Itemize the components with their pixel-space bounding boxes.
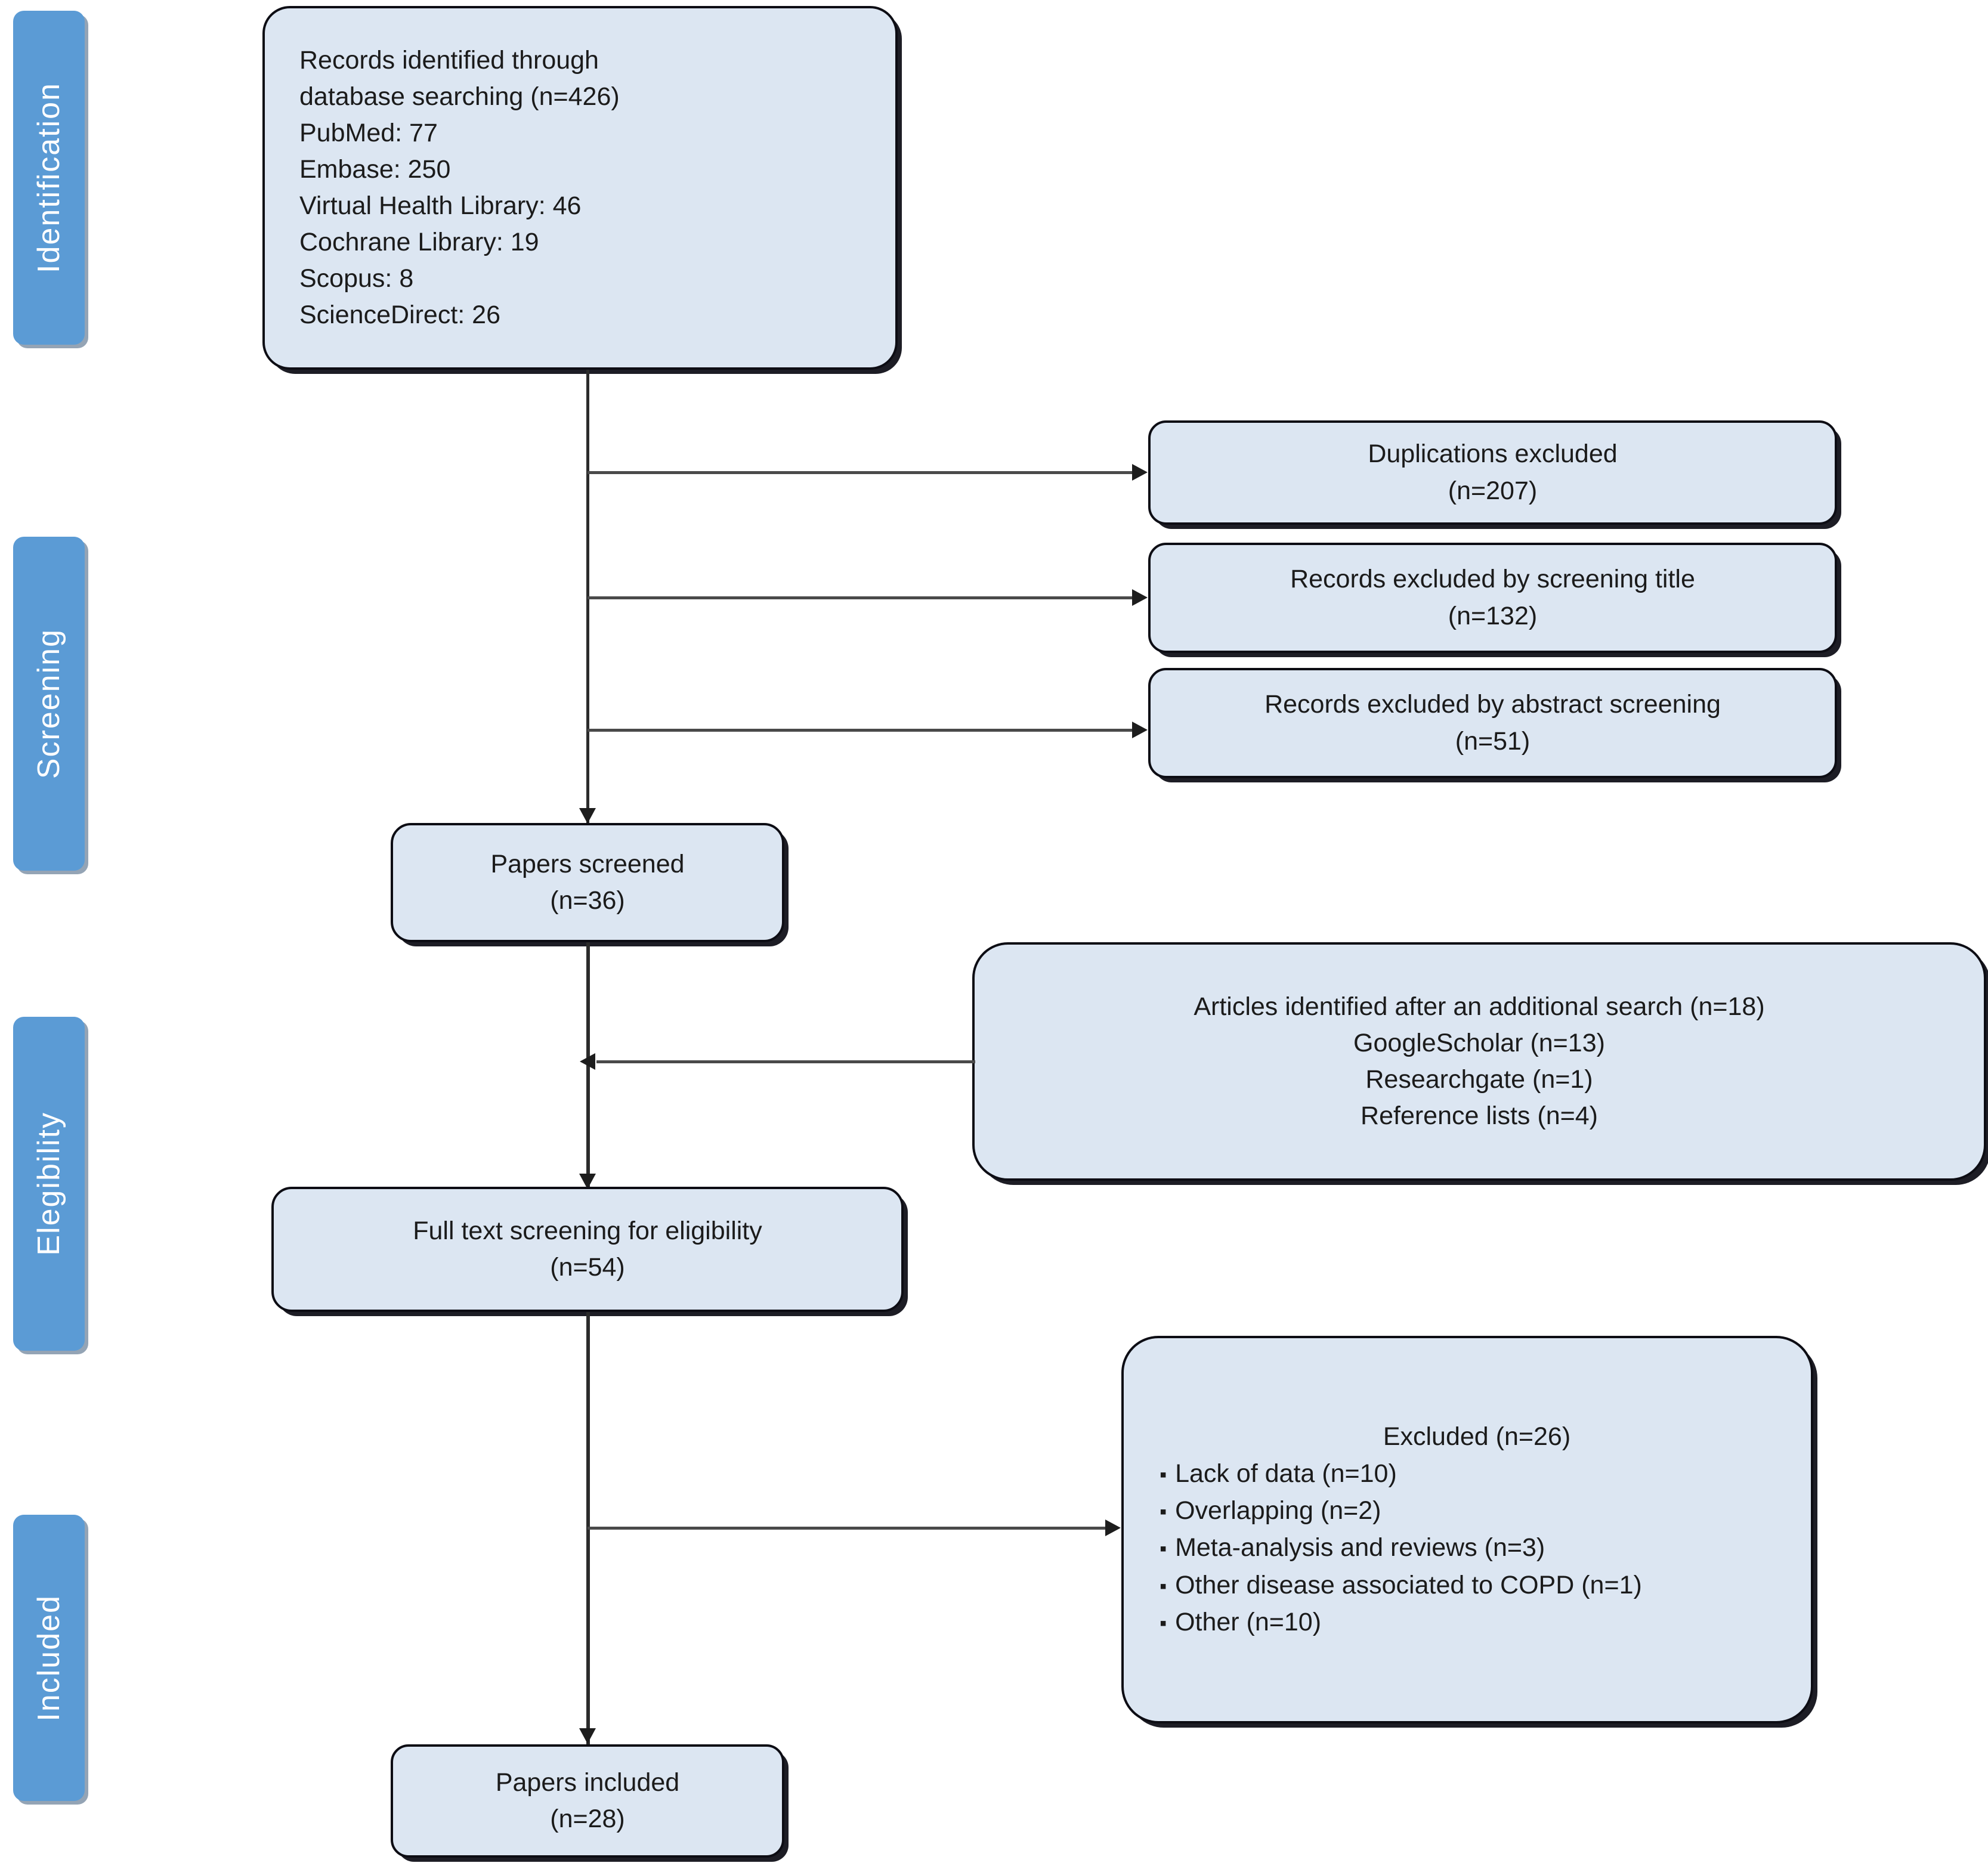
- additional-search-line-4: Reference lists (n=4): [1361, 1101, 1598, 1131]
- box-excluded-by-abstract: Records excluded by abstract screening (…: [1148, 668, 1837, 778]
- papers-included-line-1: Papers included: [495, 1768, 680, 1797]
- papers-screened-line-2: (n=36): [550, 886, 625, 915]
- excluded-by-title-line-2: (n=132): [1448, 601, 1538, 630]
- arrow-into-excluded-full-text: [1105, 1520, 1121, 1536]
- records-identified-line-5: Virtual Health Library: 46: [299, 191, 582, 220]
- box-duplications-excluded: Duplications excluded (n=207): [1148, 420, 1837, 525]
- excluded-reason-other-disease: Other disease associated to COPD (n=1): [1160, 1567, 1642, 1604]
- excluded-reason-lack-of-data: Lack of data (n=10): [1160, 1455, 1397, 1492]
- stage-label-included: Included: [32, 1594, 66, 1722]
- box-additional-search: Articles identified after an additional …: [972, 942, 1986, 1181]
- records-identified-line-2: database searching (n=426): [299, 82, 620, 111]
- records-identified-line-8: ScienceDirect: 26: [299, 301, 500, 330]
- box-papers-included: Papers included (n=28): [391, 1744, 784, 1858]
- excluded-reason-overlapping: Overlapping (n=2): [1160, 1492, 1381, 1529]
- excluded-reason-meta-analysis: Meta-analysis and reviews (n=3): [1160, 1529, 1545, 1566]
- records-identified-line-1: Records identified through: [299, 45, 599, 75]
- box-records-identified: Records identified through database sear…: [262, 6, 898, 370]
- arrow-into-excluded-by-title: [1132, 589, 1148, 606]
- arrow-into-papers-included: [579, 1728, 596, 1744]
- box-excluded-full-text: Excluded (n=26) Lack of data (n=10) Over…: [1121, 1336, 1813, 1723]
- stage-bar-screening: Screening: [13, 537, 85, 871]
- excluded-by-abstract-line-1: Records excluded by abstract screening: [1264, 690, 1721, 719]
- additional-search-line-3: Researchgate (n=1): [1365, 1065, 1593, 1094]
- records-identified-line-6: Cochrane Library: 19: [299, 228, 539, 257]
- arrow-into-excluded-by-abstract: [1132, 722, 1148, 738]
- connector-to-excluded-by-abstract: [588, 729, 1133, 732]
- stage-label-screening: Screening: [32, 628, 66, 779]
- excluded-full-text-title: Excluded (n=26): [1383, 1422, 1571, 1451]
- box-excluded-by-title: Records excluded by screening title (n=1…: [1148, 543, 1837, 653]
- papers-included-line-2: (n=28): [550, 1805, 625, 1833]
- records-identified-line-3: PubMed: 77: [299, 118, 438, 147]
- duplications-excluded-line-2: (n=207): [1448, 476, 1538, 505]
- excluded-reason-other: Other (n=10): [1160, 1604, 1321, 1641]
- connector-from-additional-search: [596, 1060, 975, 1063]
- arrow-into-duplications-excluded: [1132, 464, 1148, 481]
- connector-to-excluded-full-text: [588, 1527, 1106, 1530]
- arrow-into-spine-from-additional-search: [580, 1053, 595, 1070]
- excluded-by-abstract-line-2: (n=51): [1455, 726, 1531, 756]
- papers-screened-line-1: Papers screened: [490, 849, 685, 878]
- box-full-text-screening: Full text screening for eligibility (n=5…: [271, 1187, 904, 1312]
- records-identified-line-4: Embase: 250: [299, 154, 451, 184]
- full-text-screening-line-1: Full text screening for eligibility: [413, 1216, 762, 1245]
- stage-bar-included: Included: [13, 1515, 85, 1801]
- stage-label-identification: Identification: [32, 82, 66, 273]
- duplications-excluded-line-1: Duplications excluded: [1368, 440, 1618, 469]
- records-identified-line-7: Scopus: 8: [299, 264, 414, 293]
- additional-search-line-1: Articles identified after an additional …: [1194, 992, 1765, 1021]
- additional-search-line-2: GoogleScholar (n=13): [1353, 1028, 1605, 1057]
- arrow-into-full-text-screening: [579, 1174, 596, 1189]
- box-papers-screened: Papers screened (n=36): [391, 823, 784, 942]
- excluded-by-title-line-1: Records excluded by screening title: [1290, 565, 1695, 594]
- stage-label-elegibility: Elegibility: [32, 1112, 66, 1256]
- stage-bar-elegibility: Elegibility: [13, 1017, 85, 1351]
- stage-bar-identification: Identification: [13, 11, 85, 345]
- connector-to-duplications-excluded: [588, 471, 1133, 474]
- connector-to-excluded-by-title: [588, 596, 1133, 599]
- full-text-screening-line-2: (n=54): [550, 1253, 625, 1282]
- arrow-into-papers-screened: [579, 808, 596, 824]
